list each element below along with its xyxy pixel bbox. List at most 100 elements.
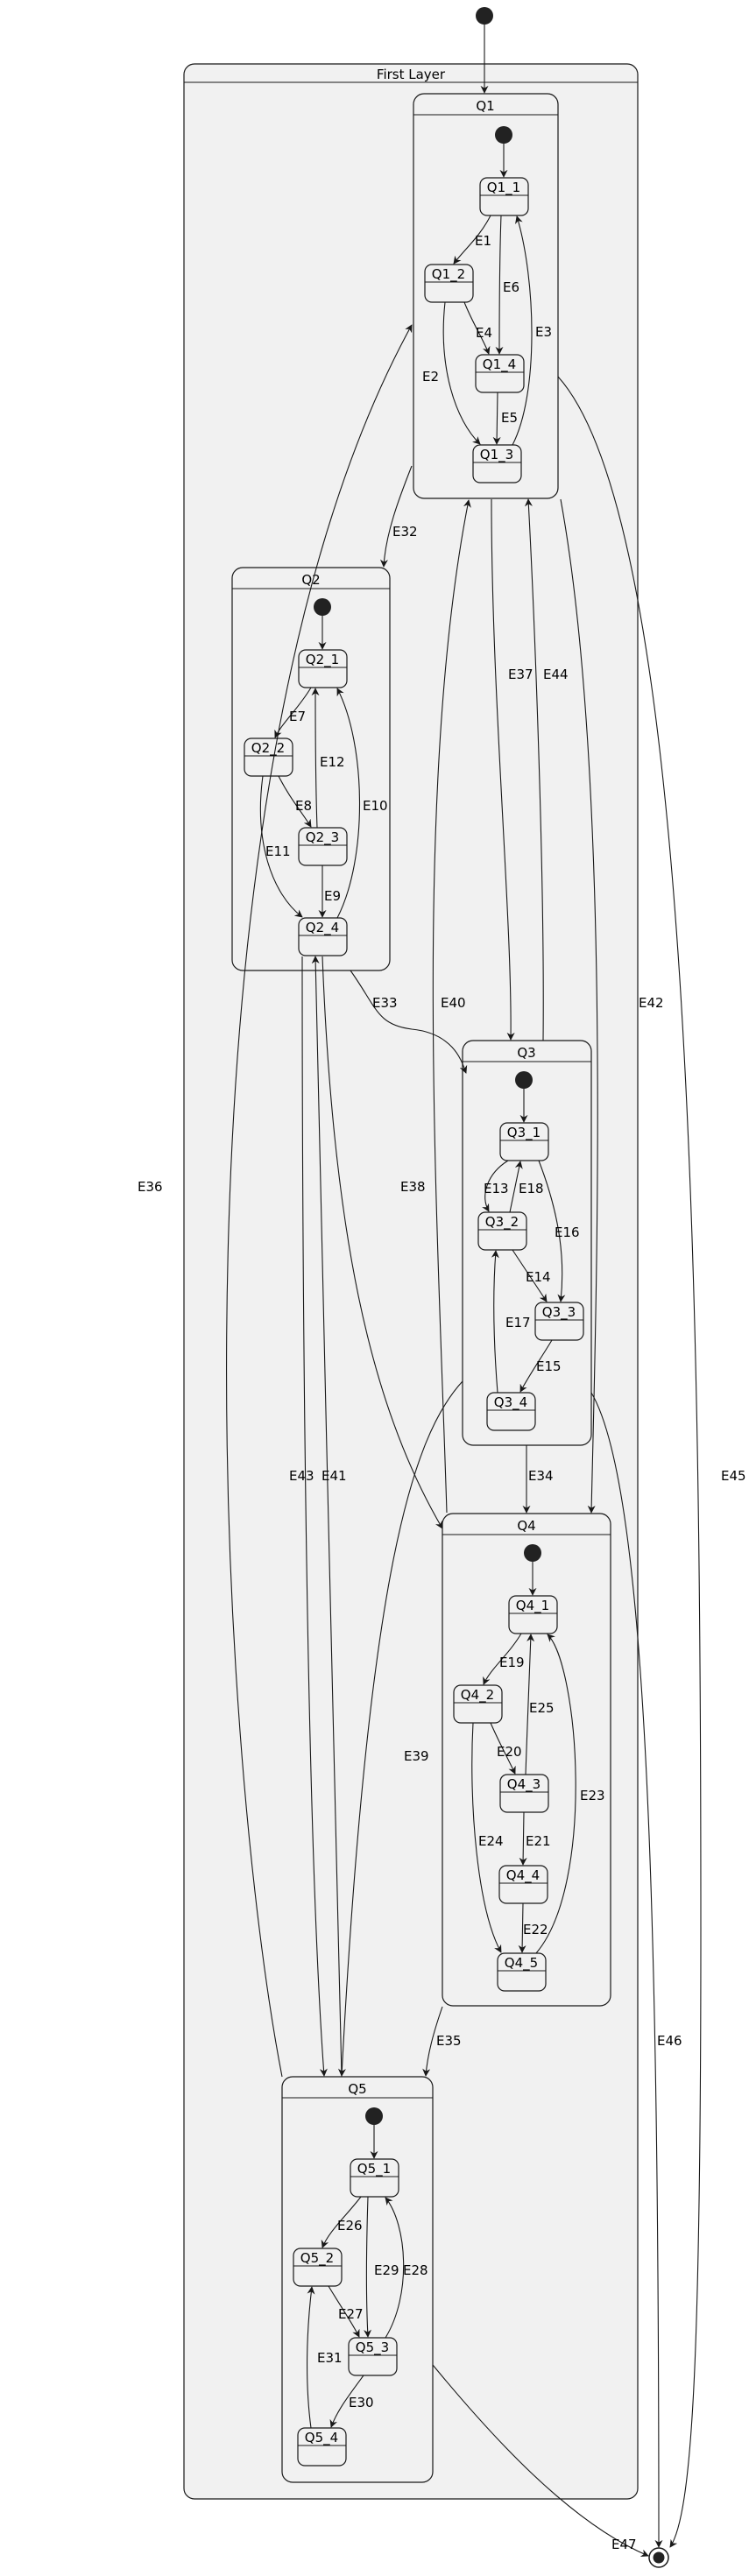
label-e35: E35 [436, 2033, 462, 2049]
svg-text:Q3_4: Q3_4 [494, 1394, 527, 1411]
edge-e45 [557, 376, 702, 2548]
edge-e5 [492, 392, 501, 445]
composite-q2: Q2 Q2_1 Q2_2 Q2_3 Q2_4 [231, 567, 391, 971]
edge-e15 [519, 1339, 553, 1393]
edge-e1 [453, 215, 491, 265]
edge-e19 [483, 1633, 522, 1685]
label-e32: E32 [392, 524, 418, 540]
edge-e23 [535, 1634, 576, 1954]
svg-text:Q2_4: Q2_4 [306, 920, 339, 936]
edge-e40 [432, 499, 471, 1514]
label-e36: E36 [138, 1179, 163, 1195]
edge-e20 [490, 1722, 516, 1775]
edge-e27 [328, 2285, 360, 2338]
label-e34: E34 [528, 1468, 554, 1484]
edge-e3 [512, 215, 533, 446]
state-q4_1: Q4_1 [508, 1595, 558, 1634]
label-e5: E5 [501, 410, 518, 426]
composite-title-q1: Q1 [476, 98, 494, 114]
label-e38: E38 [400, 1179, 426, 1195]
edge-e10 [336, 688, 361, 919]
edge-e43 [301, 956, 328, 2077]
svg-text:Q5_3: Q5_3 [356, 2340, 389, 2356]
label-e23: E23 [580, 1788, 605, 1803]
composite-q1: Q1 Q1_1 Q1_2 Q1_4 Q1_3 [413, 93, 559, 499]
label-e12: E12 [320, 754, 345, 770]
svg-text:Q1_4: Q1_4 [483, 356, 516, 373]
initial-node-q5 [365, 2107, 383, 2125]
label-e46: E46 [657, 2033, 682, 2049]
initial-node-q1 [495, 126, 512, 144]
edge-e21 [519, 1811, 527, 1866]
state-q4_4: Q4_4 [498, 1865, 548, 1904]
label-e47: E47 [611, 2537, 637, 2552]
initial-node [476, 7, 493, 25]
final-node [648, 2547, 669, 2568]
state-q5_2: Q5_2 [293, 2248, 343, 2287]
state-q5_1: Q5_1 [350, 2158, 399, 2198]
label-e6: E6 [503, 279, 519, 295]
initial-node-q3 [515, 1071, 533, 1089]
edge-e26 [321, 2196, 362, 2248]
label-e18: E18 [519, 1181, 544, 1196]
state-q5_4: Q5_4 [297, 2427, 347, 2467]
label-e2: E2 [422, 369, 439, 385]
edge-e8 [278, 775, 312, 828]
composite-q3: Q3 Q3_1 Q3_2 Q3_3 Q3_4 [462, 1040, 592, 1446]
initial-node-q4 [524, 1544, 541, 1562]
svg-text:Q1_1: Q1_1 [487, 180, 520, 196]
edge-e29 [364, 2196, 372, 2338]
label-e27: E27 [338, 2306, 364, 2322]
svg-text:Q4_1: Q4_1 [516, 1598, 549, 1614]
transitions [226, 25, 702, 2557]
state-q3_2: Q3_2 [477, 1211, 527, 1251]
label-e15: E15 [536, 1359, 562, 1374]
svg-text:Q4_3: Q4_3 [507, 1776, 541, 1793]
edge-e46 [590, 1392, 663, 2548]
state-q3_1: Q3_1 [499, 1122, 549, 1161]
composite-title-q2: Q2 [301, 572, 320, 588]
label-e7: E7 [289, 709, 306, 724]
edge-e36 [226, 324, 413, 2078]
state-q1_2: Q1_2 [424, 264, 474, 303]
svg-text:Q3_2: Q3_2 [485, 1214, 519, 1231]
label-e30: E30 [349, 2395, 374, 2410]
state-q1_1: Q1_1 [479, 177, 529, 216]
svg-text:Q1_2: Q1_2 [432, 266, 465, 283]
state-q4_2: Q4_2 [453, 1684, 503, 1724]
label-e28: E28 [403, 2262, 428, 2278]
svg-text:Q5_2: Q5_2 [300, 2250, 334, 2267]
label-e1: E1 [475, 233, 491, 249]
svg-text:Q5_4: Q5_4 [305, 2430, 338, 2446]
composite-title-q4: Q4 [517, 1518, 535, 1534]
label-e45: E45 [721, 1468, 746, 1484]
svg-text:Q3_3: Q3_3 [542, 1304, 576, 1321]
svg-text:Q4_4: Q4_4 [506, 1867, 540, 1884]
edge-e33 [350, 970, 468, 1074]
edge-e11 [259, 775, 303, 918]
state-q4_3: Q4_3 [499, 1774, 549, 1813]
initial-node-q2 [314, 598, 331, 616]
label-e39: E39 [404, 1748, 429, 1764]
svg-text:Q2_3: Q2_3 [306, 829, 339, 846]
label-e26: E26 [337, 2218, 363, 2234]
label-e16: E16 [555, 1224, 580, 1240]
edge-e24 [471, 1722, 502, 1953]
edge-labels: E1 E6 E3 E4 E2 E5 E32 E7 E12 E10 E8 E11 … [138, 233, 746, 2552]
composite-title-first-layer: First Layer [377, 67, 446, 82]
edge-e31 [307, 2286, 315, 2429]
label-e10: E10 [363, 798, 388, 814]
edge-e13 [482, 1160, 509, 1212]
label-e41: E41 [322, 1468, 347, 1484]
edge-e4 [463, 301, 491, 355]
edge-e14 [512, 1249, 548, 1302]
label-e9: E9 [324, 888, 341, 904]
label-e20: E20 [497, 1744, 522, 1760]
edge-e7 [274, 687, 312, 738]
state-q4_5: Q4_5 [497, 1952, 547, 1992]
label-e42: E42 [639, 995, 664, 1011]
edge-e41 [311, 956, 343, 2078]
composite-title-q5: Q5 [348, 2081, 366, 2097]
edge-e28 [385, 2197, 405, 2339]
